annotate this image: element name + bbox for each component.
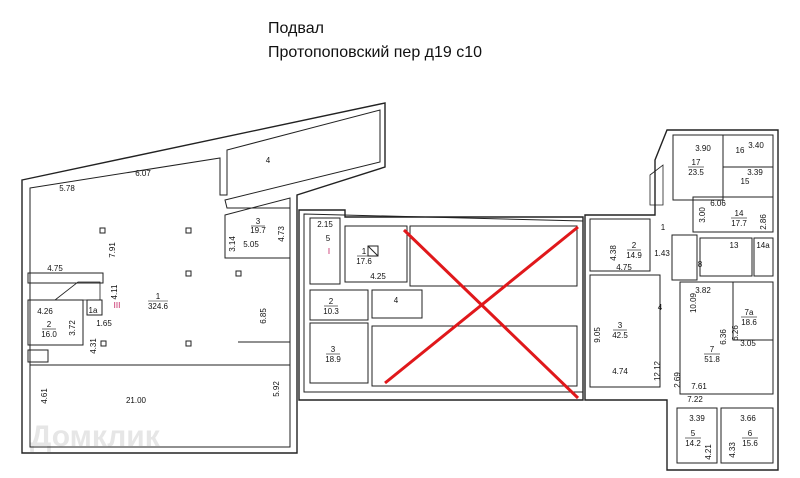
- room-7a-area: 18.6: [741, 318, 757, 327]
- room-13-label: 13: [730, 241, 739, 250]
- address-title: Протопоповский пер д19 с10: [268, 44, 483, 61]
- dim-label: 7.61: [691, 382, 707, 391]
- room-1-number: 1: [362, 247, 367, 256]
- dim-label: 4.75: [616, 263, 632, 272]
- room-5-area: 14.2: [685, 439, 701, 448]
- dim-label: 7.22: [687, 395, 703, 404]
- dim-label: 6.26: [731, 325, 740, 341]
- right-block-walls: [584, 129, 779, 471]
- room-2-area: 16.0: [41, 330, 57, 339]
- room-3-number: 3: [618, 321, 623, 330]
- room-8-label: 8: [698, 260, 703, 269]
- dim-label: 4.61: [40, 388, 49, 404]
- room-1-area: 324.6: [148, 302, 169, 311]
- room-1a-label: 1а: [89, 306, 98, 315]
- dim-label: 2.69: [673, 372, 682, 388]
- dim-label: 5.92: [272, 381, 281, 397]
- room-2-number: 2: [632, 241, 637, 250]
- dim-label: 4.75: [47, 264, 63, 273]
- room-3-area: 42.5: [612, 331, 628, 340]
- stair-marker: I: [328, 247, 330, 256]
- middle-block-walls: [298, 209, 584, 401]
- dim-label: 3.40: [748, 141, 764, 150]
- dim-label: 3.00: [698, 207, 707, 223]
- dim-label: 6.06: [710, 199, 726, 208]
- room-3-number: 3: [331, 345, 336, 354]
- room-1-area: 17.6: [356, 257, 372, 266]
- dim-label: 3.66: [740, 414, 756, 423]
- dim-label: 5.05: [243, 240, 259, 249]
- room-6-area: 15.6: [742, 439, 758, 448]
- excluded-area-cross: [384, 225, 580, 400]
- dim-label: 4.74: [612, 367, 628, 376]
- room-14a-label: 14а: [756, 241, 770, 250]
- column-markers: [99, 227, 242, 347]
- dim-label: 1.43: [654, 249, 670, 258]
- room-3-number: 3: [256, 217, 261, 226]
- dim-label: 3.05: [740, 339, 756, 348]
- dim-label: 3.82: [695, 286, 711, 295]
- dim-label: 12.12: [653, 360, 662, 381]
- room-14-number: 14: [735, 209, 744, 218]
- dim-label: 3.39: [689, 414, 705, 423]
- dim-label: 2.15: [317, 220, 333, 229]
- room-16-label: 16: [736, 146, 745, 155]
- dim-label: 3.39: [747, 168, 763, 177]
- room-7-number: 7: [710, 345, 715, 354]
- dim-label: 21.00: [126, 396, 147, 405]
- room-2-number: 2: [329, 297, 334, 306]
- dim-label: 9.05: [593, 327, 602, 343]
- room-17-area: 23.5: [688, 168, 704, 177]
- room-6-number: 6: [748, 429, 753, 438]
- room-5-label: 5: [326, 234, 331, 243]
- room-1-label: 1: [661, 223, 666, 232]
- room-2-number: 2: [47, 320, 52, 329]
- room-2-area: 14.9: [626, 251, 642, 260]
- dim-label: 4.38: [609, 245, 618, 261]
- dim-label: 5.78: [59, 184, 75, 193]
- room-5-number: 5: [691, 429, 696, 438]
- left-block-walls: [21, 102, 386, 454]
- dim-label: 4.33: [728, 442, 737, 458]
- dim-label: 6.36: [719, 329, 728, 345]
- dim-label: 4.73: [277, 226, 286, 242]
- stair-marker: III: [114, 301, 121, 310]
- room-15-label: 15: [741, 177, 750, 186]
- room-4-label: 4: [266, 156, 271, 165]
- dim-label: 7.91: [108, 242, 117, 258]
- room-3-area: 19.7: [250, 226, 266, 235]
- room-14-area: 17.7: [731, 219, 747, 228]
- floor-title: Подвал: [268, 20, 324, 37]
- room-4-label: 4: [394, 296, 399, 305]
- dim-label: 3.14: [228, 236, 237, 252]
- dim-label: 4.25: [370, 272, 386, 281]
- room-7-area: 51.8: [704, 355, 720, 364]
- dim-label: 4.31: [89, 338, 98, 354]
- dim-label: 4.21: [704, 444, 713, 460]
- dim-label: 3.90: [695, 144, 711, 153]
- dim-label: 10.09: [689, 292, 698, 313]
- room-4-label: 4: [658, 303, 663, 312]
- dim-label: 6.85: [259, 308, 268, 324]
- room-17-number: 17: [692, 158, 701, 167]
- dim-label: 6.07: [135, 169, 151, 178]
- room-1-number: 1: [156, 292, 161, 301]
- dim-label: 3.72: [68, 320, 77, 336]
- room-7a-number: 7а: [745, 308, 754, 317]
- dim-label: 2.86: [759, 214, 768, 230]
- room-3-area: 18.9: [325, 355, 341, 364]
- dim-label: 1.65: [96, 319, 112, 328]
- room-2-area: 10.3: [323, 307, 339, 316]
- dim-label: 4.11: [110, 284, 119, 300]
- dim-label: 4.26: [37, 307, 53, 316]
